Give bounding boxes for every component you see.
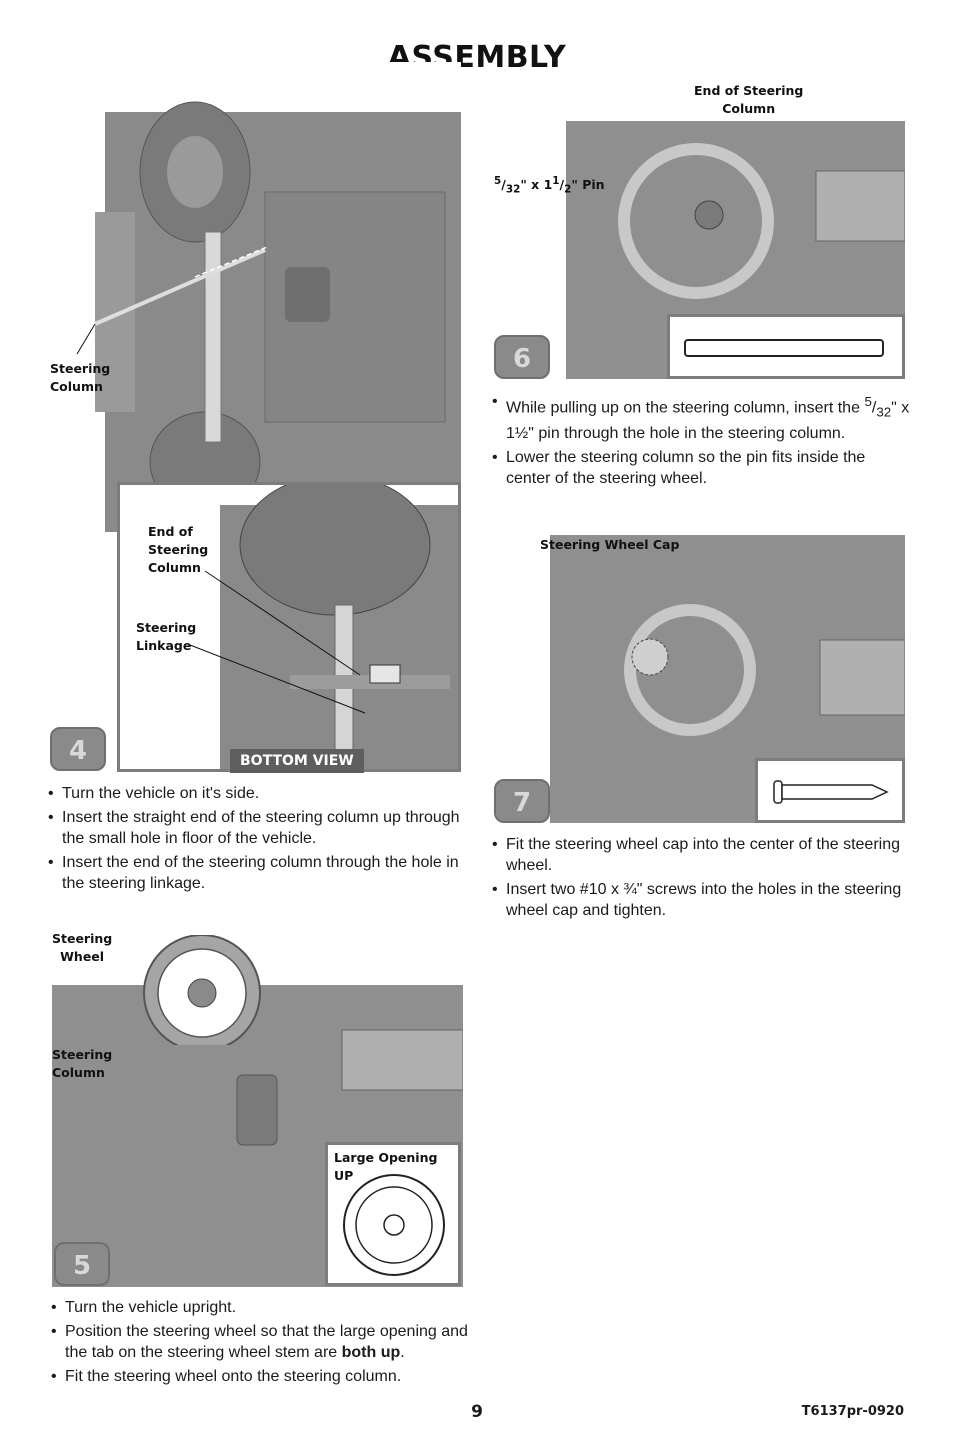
step6-bullet: While pulling up on the steering column,… (492, 391, 912, 444)
bottom-view-caption: BOTTOM VIEW (230, 749, 364, 773)
bottom-view-inset: End of Steering Column Steering Linkage … (117, 474, 461, 773)
step6-instructions: While pulling up on the steering column,… (492, 391, 912, 492)
step7-bullet: Fit the steering wheel cap into the cent… (492, 834, 912, 876)
pin-icon (684, 339, 884, 357)
screw-inset (755, 758, 905, 823)
bottom-view-drawing (120, 474, 458, 770)
document-code: T6137pr-0920 (801, 1404, 904, 1419)
step7-bullet: Insert two #10 x ¾" screws into the hole… (492, 879, 912, 921)
step4-instructions: Turn the vehicle on it's side. Insert th… (48, 783, 468, 897)
step7-instructions: Fit the steering wheel cap into the cent… (492, 834, 912, 924)
step6-bullet: Lower the steering column so the pin fit… (492, 447, 912, 489)
step-7-badge: 7 (494, 779, 550, 823)
steering-wheel-label: Steering Wheel (52, 931, 113, 964)
pin-inset (667, 314, 905, 379)
screw-icon (773, 780, 889, 804)
steering-wheel-cap-label: Steering Wheel Cap (540, 537, 680, 552)
step5-instructions: Turn the vehicle upright. Position the s… (51, 1297, 471, 1390)
steering-wheel-icon (143, 935, 261, 1045)
step4-bullet: Insert the straight end of the steering … (48, 807, 468, 849)
end-of-column-label: End of Steering Column (148, 524, 209, 575)
large-opening-inset: Large Opening UP (325, 1142, 461, 1286)
step4-illustration (35, 62, 461, 580)
step4-bullet: Turn the vehicle on it's side. (48, 783, 468, 804)
wheel-top-view-icon (343, 1174, 445, 1276)
step-5-badge: 5 (54, 1242, 110, 1286)
vehicle-upright-drawing (52, 985, 463, 1287)
step5-bullet: Position the steering wheel so that the … (51, 1321, 471, 1363)
step-6-badge: 6 (494, 335, 550, 379)
steering-column-label: Steering Column (50, 361, 111, 394)
step5-illustration (52, 985, 463, 1287)
end-of-steering-column-label: End of Steering Column (694, 83, 804, 116)
step-4-badge: 4 (50, 727, 106, 771)
step5-steering-column-label: Steering Column (52, 1047, 113, 1080)
large-opening-label: Large Opening UP (334, 1150, 438, 1183)
step5-bullet: Fit the steering wheel onto the steering… (51, 1366, 471, 1387)
vehicle-side-drawing (76, 101, 461, 532)
page-number: 9 (471, 1402, 483, 1422)
steering-linkage-label: Steering Linkage (136, 620, 197, 653)
pin-label: 5/32" x 11/2" Pin (494, 175, 605, 196)
step4-bullet: Insert the end of the steering column th… (48, 852, 468, 894)
step5-bullet: Turn the vehicle upright. (51, 1297, 471, 1318)
